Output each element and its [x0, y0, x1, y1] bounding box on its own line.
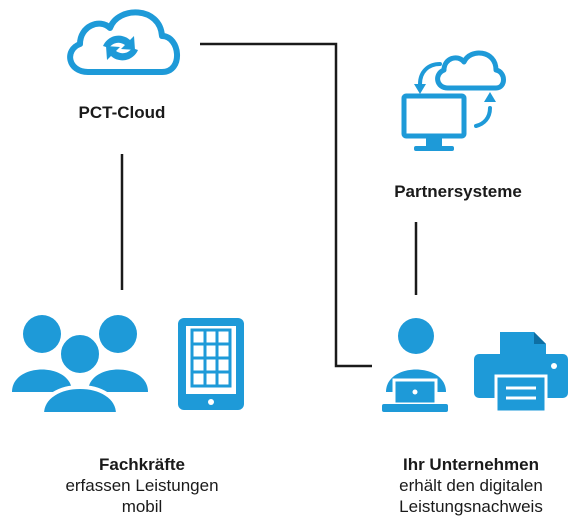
workers-title: Fachkräfte — [99, 455, 185, 474]
printer-icon — [474, 332, 568, 414]
cloud-sync-icon — [67, 9, 180, 75]
partners-title: Partnersysteme — [394, 182, 522, 201]
person-laptop-icon — [382, 318, 448, 412]
company-line1: erhält den digitalen — [399, 476, 543, 495]
workers-line1: erfassen Leistungen — [65, 476, 219, 495]
connector-lines — [120, 42, 418, 368]
company-line2: Leistungsnachweis — [399, 497, 543, 516]
workers-label: Fachkräfte erfassen Leistungen mobil — [32, 454, 252, 517]
cloud-title: PCT-Cloud — [78, 103, 166, 122]
people-group-icon — [12, 315, 148, 416]
cloud-label: PCT-Cloud — [22, 102, 222, 123]
workers-line2: mobil — [121, 497, 163, 516]
cloud-to-company-connector — [200, 42, 372, 368]
partners-label: Partnersysteme — [358, 181, 558, 202]
company-title: Ihr Unternehmen — [402, 455, 540, 474]
partner-systems-icon — [401, 50, 506, 151]
tablet-icon — [178, 318, 244, 410]
company-label: Ihr Unternehmen erhält den digitalen Lei… — [361, 454, 581, 517]
